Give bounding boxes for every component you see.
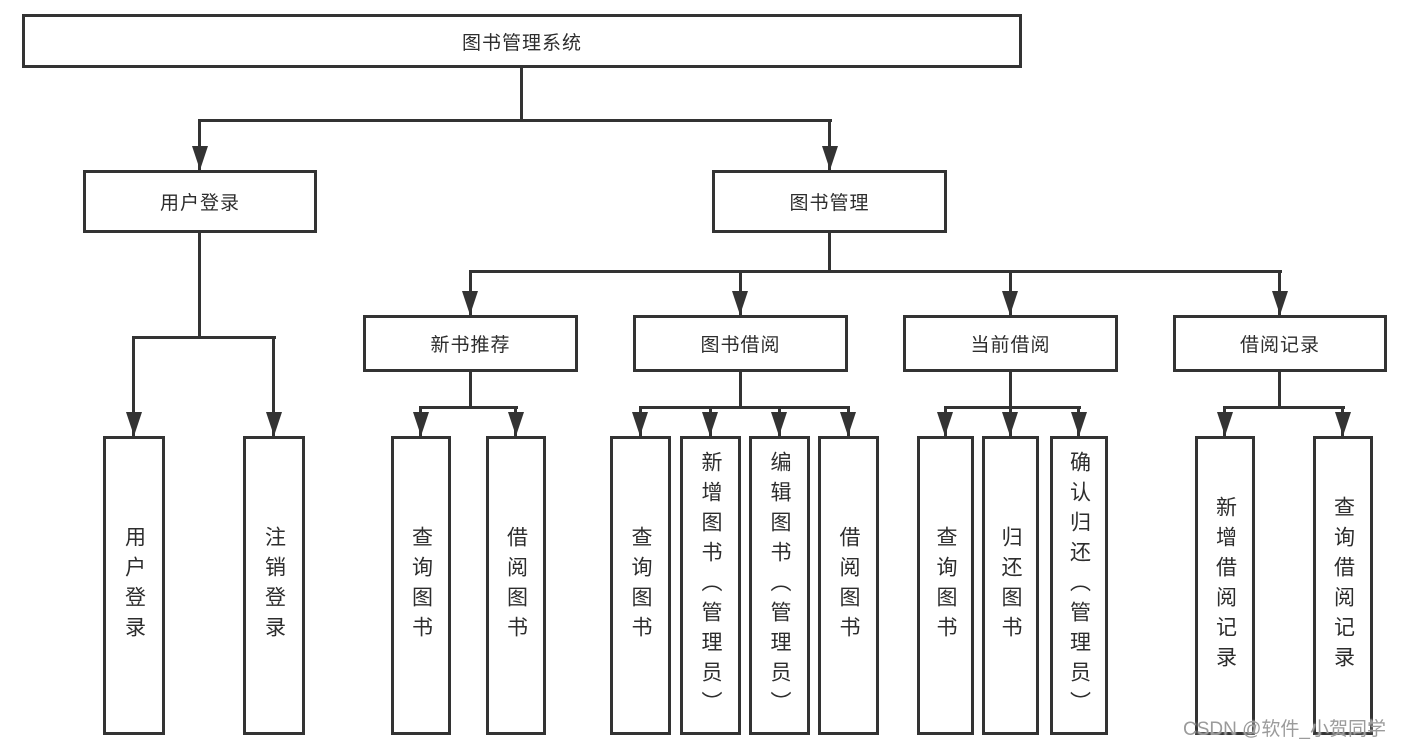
leaf-borrow-books-2-label: 借阅图书 <box>837 525 860 646</box>
connector-vline <box>828 119 831 170</box>
connector-hline <box>1223 406 1345 409</box>
connector-arrowhead <box>771 412 787 436</box>
connector-vline <box>520 68 523 122</box>
node-borrowing-records: 借阅记录 <box>1173 315 1387 372</box>
leaf-return-book-label: 归还图书 <box>999 525 1022 646</box>
node-new-book-recommend: 新书推荐 <box>363 315 578 372</box>
leaf-add-borrow-record-label: 新增借阅记录 <box>1213 495 1237 676</box>
connector-hline <box>132 336 276 339</box>
node-borrowing-records-label: 借阅记录 <box>1239 335 1320 356</box>
connector-vline <box>1009 372 1012 409</box>
connector-arrowhead <box>732 291 748 315</box>
node-library-system: 图书管理系统 <box>22 14 1022 68</box>
leaf-user-login: 用户登录 <box>103 436 165 735</box>
connector-hline <box>419 406 518 409</box>
leaf-borrow-books-1-label: 借阅图书 <box>504 525 528 646</box>
connector-arrowhead <box>266 412 282 436</box>
connector-arrowhead <box>508 412 524 436</box>
node-book-borrowing: 图书借阅 <box>633 315 848 372</box>
connector-arrowhead <box>462 291 478 315</box>
node-current-borrowing: 当前借阅 <box>903 315 1118 372</box>
leaf-confirm-return-admin-label: 确认归还（管理员） <box>1067 450 1091 721</box>
connector-arrowhead <box>632 412 648 436</box>
connector-vline <box>469 372 472 409</box>
node-book-borrowing-label: 图书借阅 <box>700 335 781 356</box>
connector-arrowhead <box>702 412 718 436</box>
node-library-system-label: 图书管理系统 <box>461 32 582 54</box>
leaf-edit-book-admin-label: 编辑图书（管理员） <box>768 450 791 721</box>
leaf-user-login-label: 用户登录 <box>122 525 146 646</box>
connector-vline <box>132 336 135 436</box>
connector-hline <box>944 406 1081 409</box>
leaf-add-book-admin: 新增图书（管理员） <box>680 436 741 735</box>
leaf-add-book-admin-label: 新增图书（管理员） <box>699 450 722 721</box>
csdn-watermark: CSDN @软件_小贺同学 <box>1183 719 1386 740</box>
node-user-login: 用户登录 <box>83 170 317 233</box>
node-new-book-recommend-label: 新书推荐 <box>430 335 511 356</box>
connector-hline <box>639 406 850 409</box>
leaf-query-books-1: 查询图书 <box>391 436 451 735</box>
leaf-return-book: 归还图书 <box>982 436 1039 735</box>
leaf-logout: 注销登录 <box>243 436 305 735</box>
connector-vline <box>272 336 275 436</box>
connector-arrowhead <box>1272 291 1288 315</box>
leaf-query-borrow-record-label: 查询借阅记录 <box>1331 495 1355 676</box>
leaf-borrow-books-1: 借阅图书 <box>486 436 546 735</box>
connector-arrowhead <box>192 146 208 170</box>
node-user-login-label: 用户登录 <box>159 193 240 214</box>
connector-vline <box>198 119 201 170</box>
leaf-query-books-1-label: 查询图书 <box>409 525 433 646</box>
leaf-query-books-3: 查询图书 <box>917 436 974 735</box>
connector-arrowhead <box>1071 412 1087 436</box>
connector-arrowhead <box>413 412 429 436</box>
connector-vline <box>739 372 742 409</box>
node-current-borrowing-label: 当前借阅 <box>970 335 1051 356</box>
connector-hline <box>198 119 832 122</box>
connector-arrowhead <box>937 412 953 436</box>
node-book-management-label: 图书管理 <box>789 193 870 214</box>
leaf-logout-label: 注销登录 <box>262 525 286 646</box>
connector-vline <box>1278 372 1281 409</box>
connector-vline <box>198 233 201 338</box>
connector-arrowhead <box>1217 412 1233 436</box>
leaf-query-books-2: 查询图书 <box>610 436 671 735</box>
connector-arrowhead <box>1335 412 1351 436</box>
connector-arrowhead <box>1002 412 1018 436</box>
connector-vline <box>828 233 831 273</box>
connector-arrowhead <box>822 146 838 170</box>
connector-arrowhead <box>126 412 142 436</box>
leaf-query-books-3-label: 查询图书 <box>934 525 957 646</box>
leaf-query-books-2-label: 查询图书 <box>629 525 652 646</box>
leaf-confirm-return-admin: 确认归还（管理员） <box>1050 436 1108 735</box>
leaf-add-borrow-record: 新增借阅记录 <box>1195 436 1255 735</box>
connector-arrowhead <box>840 412 856 436</box>
node-book-management: 图书管理 <box>712 170 947 233</box>
connector-hline <box>469 270 1282 273</box>
leaf-borrow-books-2: 借阅图书 <box>818 436 879 735</box>
leaf-query-borrow-record: 查询借阅记录 <box>1313 436 1373 735</box>
connector-arrowhead <box>1002 291 1018 315</box>
leaf-edit-book-admin: 编辑图书（管理员） <box>749 436 810 735</box>
